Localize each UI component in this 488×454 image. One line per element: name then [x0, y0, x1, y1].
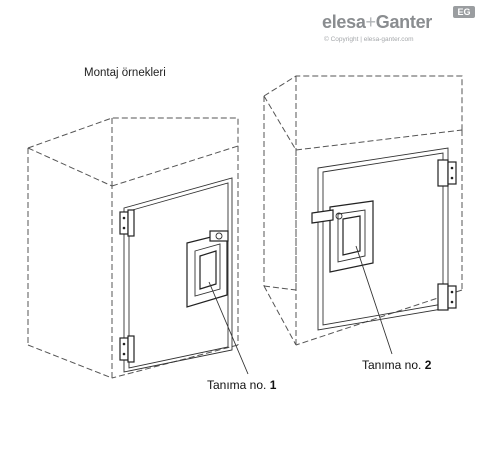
diagram-heading: Montaj örnekleri	[84, 67, 166, 79]
left-door-frame	[123, 177, 233, 373]
handle-1	[186, 230, 229, 308]
brand-badge: EG	[453, 6, 475, 18]
left-hinge-top	[119, 209, 135, 237]
right-hinge-top	[437, 159, 457, 187]
callout-1-number: 1	[269, 378, 277, 392]
left-hinge-bottom	[119, 335, 135, 363]
callout-1: Tanıma no. 1	[207, 378, 276, 392]
brand-block: elesa+Ganter EG © Copyright | elesa-gant…	[322, 6, 482, 48]
callout-2-number: 2	[424, 358, 432, 372]
callout-1-prefix: Tanıma no.	[207, 378, 270, 392]
brand-copyright: © Copyright | elesa-ganter.com	[324, 36, 414, 43]
right-hinge-bottom	[437, 283, 457, 311]
brand-logo-text: elesa	[322, 12, 366, 32]
right-cabinet	[263, 75, 463, 346]
leader-line-1	[208, 281, 249, 375]
brand-logo: elesa+Ganter	[322, 12, 432, 33]
leader-line-2	[355, 245, 393, 355]
callout-2-prefix: Tanıma no.	[362, 358, 425, 372]
brand-logo-text-2: Ganter	[375, 12, 433, 32]
brand-logo-plus: +	[365, 12, 377, 32]
callout-2: Tanıma no. 2	[362, 358, 431, 372]
handle-2	[311, 200, 374, 273]
